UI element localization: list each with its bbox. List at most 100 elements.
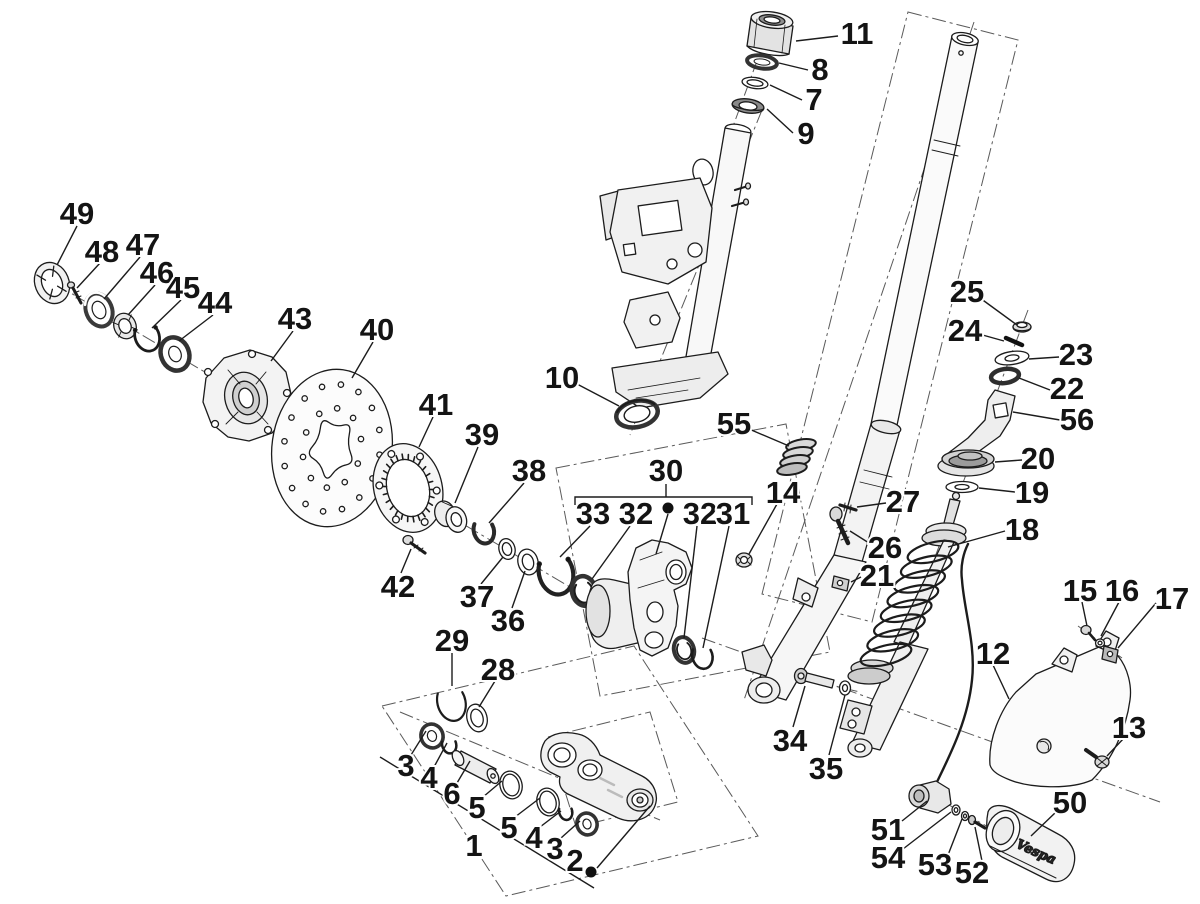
leader-26-28 — [849, 530, 870, 544]
part-30-link-bracket-assembly — [585, 539, 693, 657]
part-11-steering-cap — [746, 10, 794, 57]
part-label-11-0: 11 — [841, 16, 874, 51]
part-7-ring — [741, 76, 769, 90]
part-label-5-50: 5 — [500, 810, 517, 845]
part-link-arm — [540, 732, 657, 822]
part-label-7-2: 7 — [805, 82, 822, 117]
part-label-24-31: 24 — [948, 313, 983, 348]
leader-41-12 — [418, 416, 434, 448]
part-23-washer — [994, 350, 1030, 366]
part-22-ring — [988, 366, 1022, 386]
leader-28-20 — [478, 680, 496, 708]
part-label-46-7: 46 — [140, 255, 174, 290]
leader-56-34 — [1012, 411, 1061, 421]
cable-guide-ring — [692, 158, 714, 186]
leader-37-17 — [480, 556, 504, 585]
leader-52-57 — [974, 826, 983, 862]
part-label-18-37: 18 — [1005, 512, 1039, 547]
part-13-screw — [1084, 748, 1110, 769]
part-label-51-54: 51 — [871, 812, 905, 847]
part-50-hub-cover: Vespa — [985, 804, 1076, 883]
part-label-28-20: 28 — [481, 652, 515, 687]
pin-kit-group-box — [381, 645, 759, 897]
part-label-32-23: 32 — [619, 496, 653, 531]
leader-7-2 — [769, 84, 803, 101]
fork-axle-hook — [741, 644, 773, 677]
part-45-circlip — [132, 325, 161, 353]
part-29-ring — [435, 691, 467, 722]
part-38-snap-ring — [471, 522, 497, 546]
part-label-44-9: 44 — [198, 285, 233, 320]
leader-45-8 — [151, 299, 182, 329]
part-label-55-21: 55 — [717, 406, 751, 441]
leader-27-27 — [856, 502, 887, 508]
part-42-screw — [402, 534, 427, 555]
leader-19-36 — [978, 487, 1016, 493]
part-33-large-snap-ring — [536, 556, 576, 597]
part-21-nut — [831, 575, 850, 592]
part-label-53-56: 53 — [918, 847, 952, 882]
part-label-29-19: 29 — [435, 623, 469, 658]
leader-44-9 — [178, 314, 214, 342]
part-label-35-44: 35 — [809, 751, 843, 786]
leader-39-13 — [454, 446, 479, 504]
leader-17-40 — [1117, 602, 1157, 649]
part-label-27-27: 27 — [886, 484, 920, 519]
leader-35-44 — [828, 694, 846, 756]
leader-25-30 — [979, 297, 1018, 326]
part-label-15-38: 15 — [1063, 573, 1097, 608]
part-24-pin — [1003, 335, 1025, 348]
part-label-1-49: 1 — [465, 828, 482, 863]
brake-cable — [934, 542, 974, 786]
part-46-nut — [112, 312, 138, 340]
part-label-25-30: 25 — [950, 274, 984, 309]
steering-column-assembly — [599, 123, 752, 409]
leader-54-55 — [902, 811, 952, 850]
leader-31-25 — [702, 525, 730, 649]
part-19-washer — [945, 480, 979, 494]
part-label-41-12: 41 — [419, 387, 453, 422]
leader-48-5 — [76, 262, 101, 289]
part-25-cap-nut — [1012, 321, 1032, 333]
part-label-13-42: 13 — [1112, 710, 1146, 745]
part-label-45-8: 45 — [166, 270, 200, 305]
bullet-marker-1 — [585, 866, 597, 878]
part-31-snap-ring — [690, 648, 714, 671]
leader-34-43 — [792, 685, 806, 728]
part-51-speed-sensor — [908, 780, 952, 814]
part-4-snap-ring-left — [440, 740, 458, 755]
leader-32-23 — [591, 525, 631, 580]
part-label-38-14: 38 — [512, 453, 546, 488]
part-18-shock-absorber — [839, 491, 967, 758]
part-39-bushing — [434, 500, 468, 533]
part-8-washer — [745, 53, 779, 71]
part-label-56-34: 56 — [1060, 402, 1094, 437]
leader-3-52 — [560, 820, 581, 839]
cap-stack-centerline — [727, 11, 776, 141]
part-label-33-22: 33 — [576, 496, 610, 531]
part-label-26-28: 26 — [868, 530, 902, 565]
leader-14-26 — [748, 503, 778, 555]
part-10-bearing-ring — [614, 398, 660, 430]
part-label-12-41: 12 — [976, 636, 1010, 671]
part-27-pin — [838, 502, 858, 514]
part-label-34-43: 34 — [773, 723, 808, 758]
part-34-bolt — [793, 667, 835, 689]
part-3-bushing-left — [419, 722, 445, 750]
part-5-ring-right — [536, 787, 560, 817]
bullet-marker-0 — [662, 502, 674, 514]
part-28-ring — [466, 703, 488, 733]
part-label-17-40: 17 — [1155, 581, 1189, 616]
part-label-39-13: 39 — [465, 417, 499, 452]
part-label-2-53: 2 — [566, 843, 583, 878]
part-label-21-29: 21 — [860, 558, 894, 593]
part-15-screw — [1080, 624, 1097, 642]
part-label-48-5: 48 — [85, 234, 119, 269]
leader-22-33 — [1018, 377, 1051, 391]
fork-tube-and-slider — [741, 31, 979, 704]
leader-11-0 — [795, 35, 839, 42]
leader-23-32 — [1028, 356, 1060, 360]
part-label-32-24: 32 — [683, 496, 717, 531]
